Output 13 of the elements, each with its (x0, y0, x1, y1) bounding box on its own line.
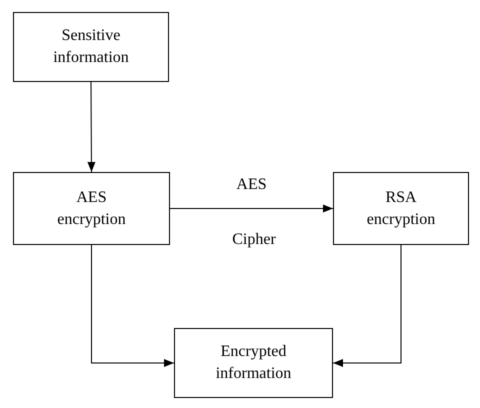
process-box (13, 172, 170, 245)
box-text: Encrypted information (214, 342, 292, 384)
annotation-text: Cipher (231, 230, 277, 250)
process-box (333, 172, 469, 245)
process-box (174, 328, 333, 398)
arrow (91, 244, 174, 367)
process-box (13, 12, 169, 82)
arrow (170, 204, 334, 212)
box-text: Sensitive information (52, 26, 130, 68)
arrow (332, 244, 402, 367)
box-text: RSA encryption (366, 188, 436, 230)
box-text: AES encryption (56, 188, 127, 230)
arrow (87, 82, 96, 172)
